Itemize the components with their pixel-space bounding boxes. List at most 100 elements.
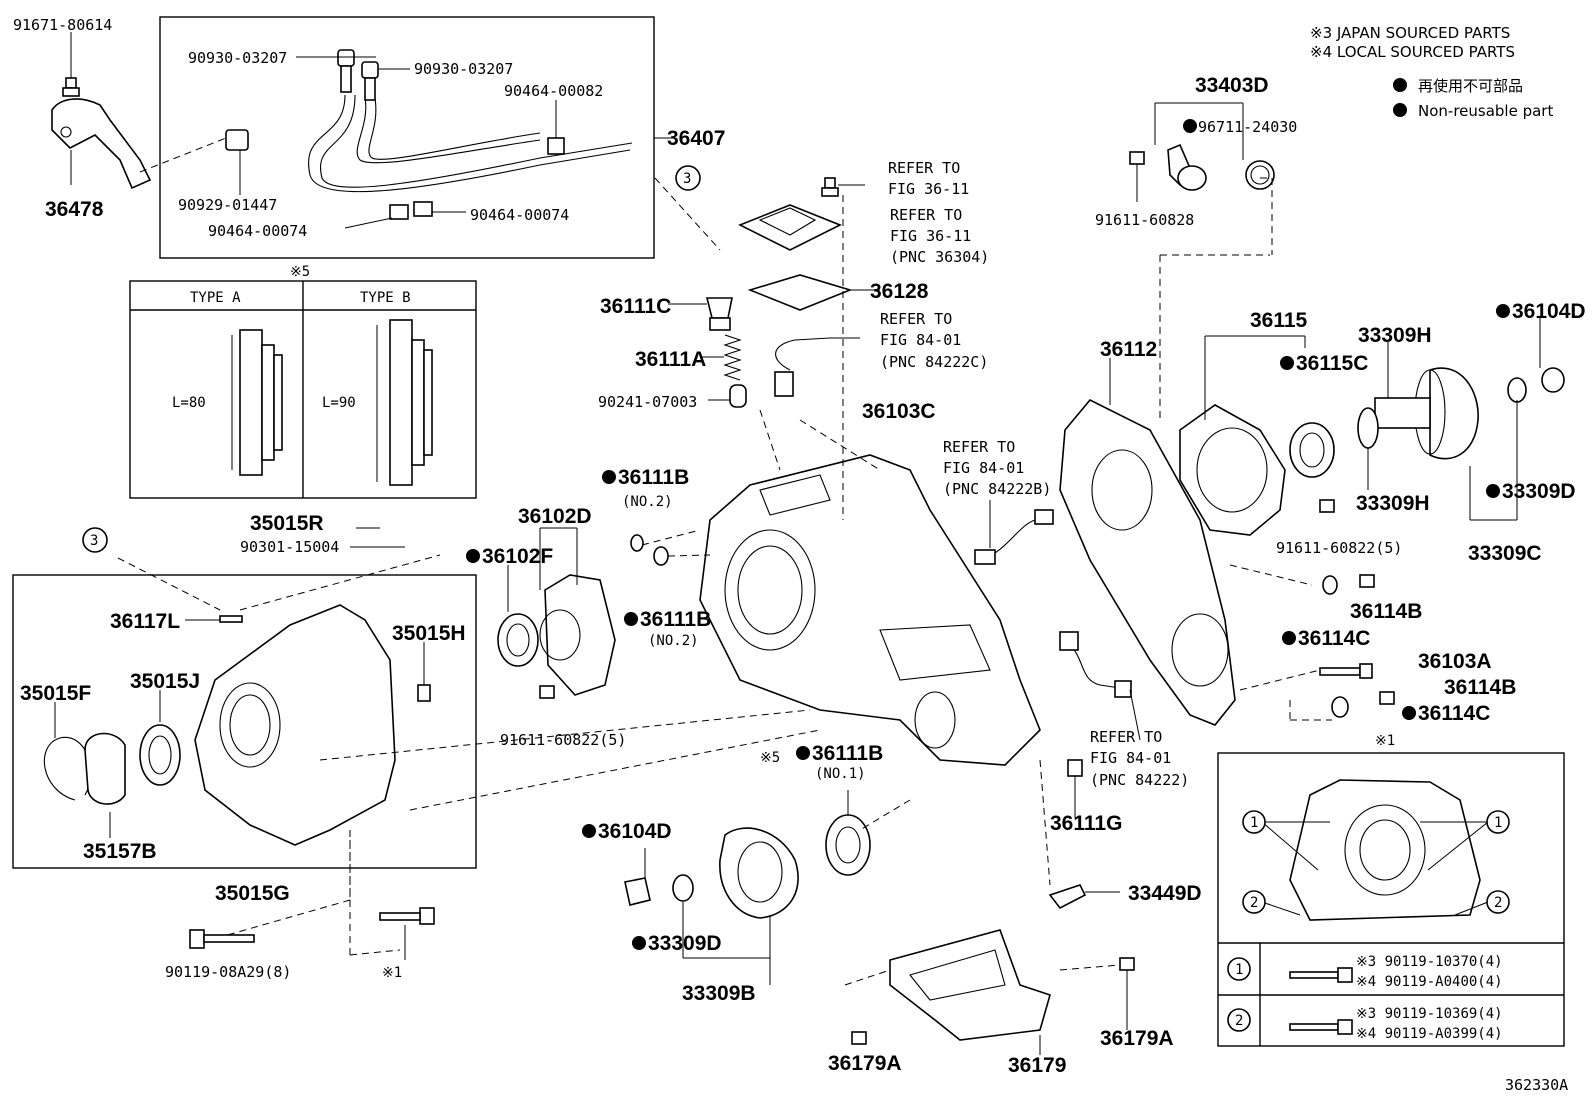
part-35015F: 35015F <box>20 682 91 705</box>
detent-parts-drawing <box>668 297 860 408</box>
no2-label-b: (NO.2) <box>648 633 699 649</box>
part-36102D: 36102D <box>518 505 592 528</box>
rear-cover-drawing <box>1059 358 1236 726</box>
legend-nonreusable-jp: 再使用不可部品 <box>1418 77 1523 95</box>
top-cover-drawing <box>654 177 880 311</box>
detail-callout-2-right: 2 <box>1486 890 1510 914</box>
part-33449D: 33449D <box>1128 882 1202 905</box>
part-36114B-upper: 36114B <box>1350 600 1422 623</box>
refer-notes: REFER TO FIG 36-11 REFER TO FIG 36-11 (P… <box>880 159 1189 789</box>
part-36115: 36115 <box>1250 309 1308 332</box>
nonreusable-dot-icon <box>582 824 596 838</box>
type-b-label: TYPE B <box>360 290 411 306</box>
extension-housing-box <box>12 574 477 869</box>
nonreusable-dot-icon <box>1282 631 1296 645</box>
detail-callout-2-right-label: 2 <box>1494 895 1502 911</box>
detail-callout-1-right: 1 <box>1486 810 1510 834</box>
part-35015J: 35015J <box>130 670 200 693</box>
part-36111B-mid: 36111B <box>640 608 711 631</box>
part-36128: 36128 <box>870 280 929 303</box>
part-36112: 36112 <box>1100 338 1157 361</box>
length-b-label: L=90 <box>322 395 356 411</box>
part-90241-07003: 90241-07003 <box>598 393 697 411</box>
part-36111C: 36111C <box>600 295 671 318</box>
refer-5-line1: REFER TO <box>1090 728 1162 746</box>
callout-3-left: 3 <box>82 527 108 553</box>
refer-5-line2: FIG 84-01 <box>1090 749 1171 767</box>
ref-mark-5: ※5 <box>760 750 780 766</box>
nonreusable-dot-icon <box>1496 304 1510 318</box>
callout-3-left-label: 3 <box>90 533 98 549</box>
detail-row-2-local: ※4 90119-A0399(4) <box>1356 1026 1503 1042</box>
nonreusable-dot-icon <box>602 470 616 484</box>
rear-flange-drawing <box>1357 318 1565 521</box>
part-96711-24030: 96711-24030 <box>1198 118 1297 136</box>
extension-housing-drawing <box>43 604 431 846</box>
part-36179: 36179 <box>1008 1054 1066 1077</box>
no2-label-a: (NO.2) <box>622 494 673 510</box>
nonreusable-dot-icon <box>796 746 810 760</box>
type-a-label: TYPE A <box>190 290 241 306</box>
part-36114C-lower: 36114C <box>1418 702 1490 725</box>
part-33309D-left: 33309D <box>648 932 722 955</box>
detail-callout-2-left-label: 2 <box>1250 895 1258 911</box>
part-91671-80614: 91671-80614 <box>13 16 112 34</box>
nonreusable-dot-icon <box>624 612 638 626</box>
detail-row-1-japan: ※3 90119-10370(4) <box>1356 954 1503 970</box>
callout-3-top: 3 <box>675 165 701 191</box>
refer-4-line3: (PNC 84222B) <box>943 480 1051 498</box>
part-33309B: 33309B <box>682 982 756 1005</box>
nonreusable-markers <box>466 119 1510 950</box>
type-box-mark: ※5 <box>290 264 310 280</box>
part-36104D-right: 36104D <box>1512 300 1586 323</box>
refer-2-line2: FIG 36-11 <box>890 227 971 245</box>
legend-japan: ※3 JAPAN SOURCED PARTS <box>1310 24 1510 42</box>
mount-bracket-drawing <box>844 929 1135 1055</box>
assembly-guides <box>117 195 1051 956</box>
case-bolts-drawing <box>1229 499 1395 721</box>
front-retainer-drawing <box>497 527 711 699</box>
part-91611-60822-left: 91611-60822(5) <box>500 731 626 749</box>
part-36407: 36407 <box>667 127 725 150</box>
refer-3-line3: (PNC 84222C) <box>880 353 988 371</box>
ref-mark-1: ※1 <box>382 965 402 981</box>
detail-row-2-japan: ※3 90119-10369(4) <box>1356 1006 1503 1022</box>
length-a-label: L=80 <box>172 395 206 411</box>
part-36179A-left: 36179A <box>828 1052 902 1075</box>
part-36114C-upper: 36114C <box>1298 627 1370 650</box>
rear-housing-drawing <box>1159 254 1335 536</box>
detail-mark: ※1 <box>1375 733 1395 749</box>
part-33309H-top: 33309H <box>1358 324 1432 347</box>
refer-1-line1: REFER TO <box>888 159 960 177</box>
detail-callout-2-left: 2 <box>1242 890 1266 914</box>
nonreusable-dot-icon <box>632 936 646 950</box>
nonreusable-dot-icon <box>1280 356 1294 370</box>
part-90464-00074-b: 90464-00074 <box>470 206 569 224</box>
part-90929-01447: 90929-01447 <box>178 196 277 214</box>
refer-1-line2: FIG 36-11 <box>888 180 969 198</box>
part-36179A-right: 36179A <box>1100 1027 1174 1050</box>
part-36103A: 36103A <box>1418 650 1492 673</box>
nonreusable-dot-icon <box>1393 78 1407 92</box>
lower-bolts-drawing <box>189 907 435 960</box>
no1-label: (NO.1) <box>815 766 866 782</box>
detail-row-2-callout-label: 2 <box>1235 1013 1243 1029</box>
part-36478: 36478 <box>45 198 104 221</box>
transfer-case-drawing <box>699 454 1041 766</box>
part-91611-60828: 91611-60828 <box>1095 211 1194 229</box>
part-35015G: 35015G <box>215 882 290 905</box>
part-35015H: 35015H <box>392 622 466 645</box>
speedometer-gear-drawing <box>1129 102 1275 255</box>
sensor-wiring-drawing <box>974 500 1141 910</box>
part-36114B-lower: 36114B <box>1444 676 1516 699</box>
legend-nonreusable-en: Non-reusable part <box>1418 102 1553 120</box>
refer-4-line1: REFER TO <box>943 438 1015 456</box>
nonreusable-dot-icon <box>1393 103 1407 117</box>
part-36102F: 36102F <box>482 545 553 568</box>
part-35015R: 35015R <box>250 512 324 535</box>
part-90930-03207-b: 90930-03207 <box>414 60 513 78</box>
nonreusable-dot-icon <box>466 549 480 563</box>
part-36115C: 36115C <box>1296 352 1368 375</box>
callout-3-top-label: 3 <box>683 171 691 187</box>
